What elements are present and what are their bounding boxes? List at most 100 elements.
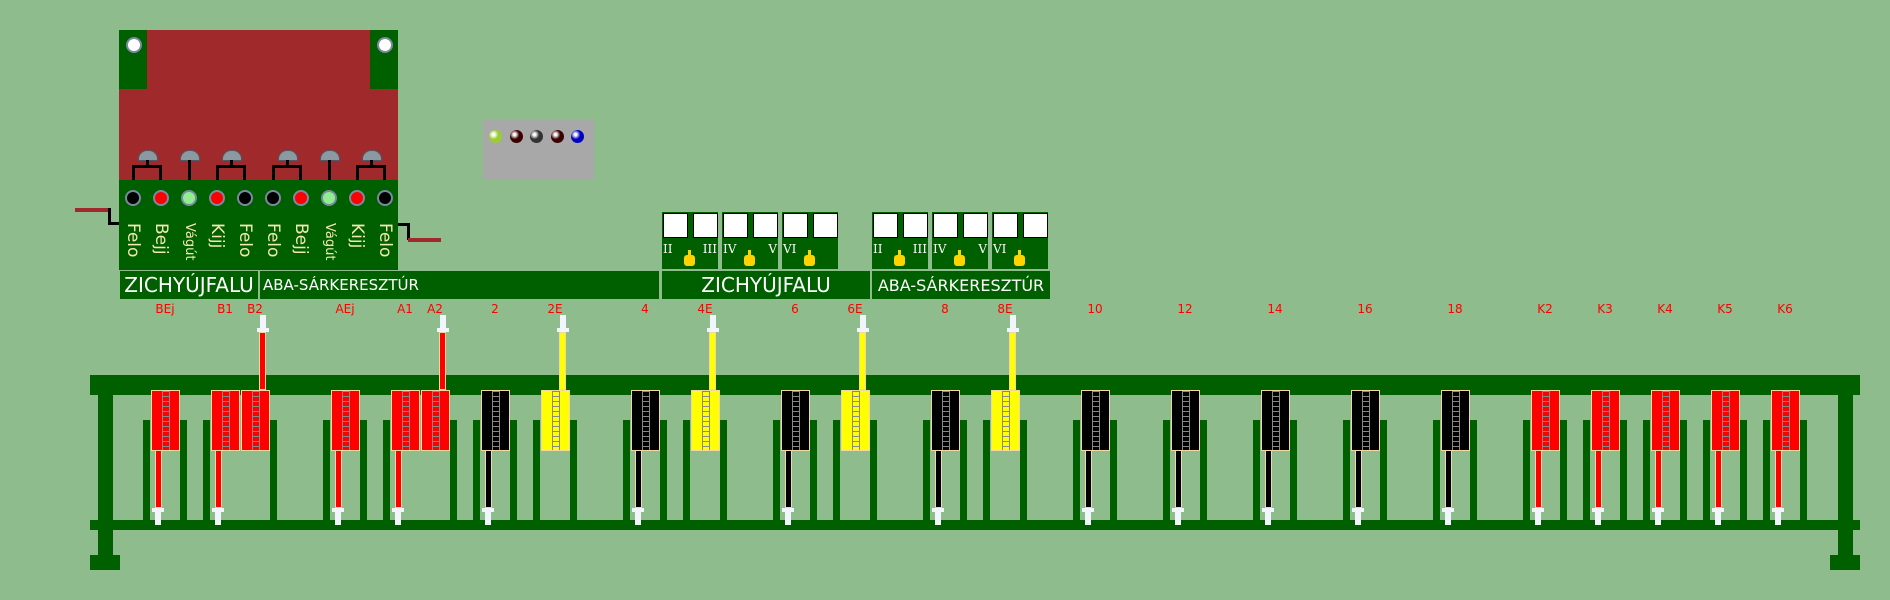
lever-handle[interactable] — [1442, 508, 1454, 512]
lever-block[interactable] — [331, 390, 360, 451]
lever-block[interactable] — [1081, 390, 1110, 451]
lever-handle[interactable] — [1652, 508, 1664, 512]
lever-label: A1 — [397, 302, 413, 316]
lever-block[interactable] — [1531, 390, 1560, 451]
lever-handle-grip[interactable] — [1715, 512, 1721, 525]
block-indicator[interactable] — [903, 213, 928, 238]
block-indicator[interactable] — [753, 213, 778, 238]
lamp-stem — [230, 160, 233, 166]
lever-handle-grip[interactable] — [260, 315, 266, 328]
lever-handle-grip[interactable] — [785, 512, 791, 525]
block-indicator[interactable] — [963, 213, 988, 238]
lever-handle-grip[interactable] — [1355, 512, 1361, 525]
lever-block[interactable] — [541, 390, 570, 451]
lever-handle[interactable] — [1352, 508, 1364, 512]
lever-block[interactable] — [1771, 390, 1800, 451]
lever-handle[interactable] — [1172, 508, 1184, 512]
lever-handle-grip[interactable] — [560, 315, 566, 328]
button-led[interactable] — [349, 190, 365, 206]
lever-handle[interactable] — [1712, 508, 1724, 512]
lever-handle-grip[interactable] — [1010, 315, 1016, 328]
lever-block[interactable] — [931, 390, 960, 451]
lever-handle-grip[interactable] — [1535, 512, 1541, 525]
button-led[interactable] — [377, 190, 393, 206]
lever-block[interactable] — [631, 390, 660, 451]
lever-handle-grip[interactable] — [1175, 512, 1181, 525]
lever-block[interactable] — [1171, 390, 1200, 451]
lever-block[interactable] — [841, 390, 870, 451]
button-led[interactable] — [125, 190, 141, 206]
lever-handle-grip[interactable] — [485, 512, 491, 525]
lever-handle[interactable] — [557, 328, 569, 332]
lever-block[interactable] — [781, 390, 810, 451]
button-led[interactable] — [321, 190, 337, 206]
lever-handle-grip[interactable] — [1655, 512, 1661, 525]
block-indicator[interactable] — [813, 213, 838, 238]
frame-post — [1620, 420, 1627, 520]
lever-block[interactable] — [241, 390, 270, 451]
block-indicator[interactable] — [723, 213, 748, 238]
lever-handle[interactable] — [1007, 328, 1019, 332]
lever-block[interactable] — [691, 390, 720, 451]
lever-block[interactable] — [991, 390, 1020, 451]
lever-handle[interactable] — [392, 508, 404, 512]
lever-handle[interactable] — [857, 328, 869, 332]
lever-block[interactable] — [211, 390, 240, 451]
lever-block[interactable] — [1261, 390, 1290, 451]
lever-block[interactable] — [1351, 390, 1380, 451]
block-indicator[interactable] — [693, 213, 718, 238]
lever-block[interactable] — [1441, 390, 1470, 451]
lever-handle-grip[interactable] — [1265, 512, 1271, 525]
block-indicator[interactable] — [933, 213, 958, 238]
block-indicator[interactable] — [663, 213, 688, 238]
lever-block[interactable] — [481, 390, 510, 451]
lever-handle-grip[interactable] — [1775, 512, 1781, 525]
lever-handle-grip[interactable] — [935, 512, 941, 525]
lever-handle[interactable] — [707, 328, 719, 332]
lever-handle[interactable] — [437, 328, 449, 332]
lever-handle-grip[interactable] — [395, 512, 401, 525]
button-led[interactable] — [237, 190, 253, 206]
lever-block[interactable] — [391, 390, 420, 451]
block-indicator[interactable] — [1023, 213, 1048, 238]
lever-handle[interactable] — [257, 328, 269, 332]
lever-handle[interactable] — [1532, 508, 1544, 512]
wire-right-step — [398, 223, 410, 240]
lever-block[interactable] — [151, 390, 180, 451]
button-led[interactable] — [293, 190, 309, 206]
lever-handle-grip[interactable] — [635, 512, 641, 525]
block-indicator[interactable] — [873, 213, 898, 238]
lever-handle[interactable] — [212, 508, 224, 512]
lever-handle[interactable] — [482, 508, 494, 512]
lever-handle-grip[interactable] — [440, 315, 446, 328]
lever-handle[interactable] — [332, 508, 344, 512]
lever-handle[interactable] — [932, 508, 944, 512]
lever-handle-grip[interactable] — [710, 315, 716, 328]
lever-block[interactable] — [421, 390, 450, 451]
lever-handle[interactable] — [1262, 508, 1274, 512]
button-led[interactable] — [153, 190, 169, 206]
lever-handle-grip[interactable] — [860, 315, 866, 328]
lever-block[interactable] — [1651, 390, 1680, 451]
lever-handle[interactable] — [782, 508, 794, 512]
lever-handle-grip[interactable] — [1085, 512, 1091, 525]
lever-handle[interactable] — [632, 508, 644, 512]
block-indicator[interactable] — [993, 213, 1018, 238]
lever-block[interactable] — [1711, 390, 1740, 451]
lever-handle-grip[interactable] — [215, 512, 221, 525]
lever-handle[interactable] — [152, 508, 164, 512]
button-led[interactable] — [209, 190, 225, 206]
lever-handle-grip[interactable] — [155, 512, 161, 525]
lever-handle-grip[interactable] — [1595, 512, 1601, 525]
lever-handle[interactable] — [1592, 508, 1604, 512]
block-indicator[interactable] — [783, 213, 808, 238]
button-led[interactable] — [181, 190, 197, 206]
lever-handle-grip[interactable] — [1445, 512, 1451, 525]
lever-handle[interactable] — [1772, 508, 1784, 512]
lever-block[interactable] — [1591, 390, 1620, 451]
lever-handle[interactable] — [1082, 508, 1094, 512]
block-label-left: VI — [993, 242, 1007, 256]
lever-handle-grip[interactable] — [335, 512, 341, 525]
button-led[interactable] — [265, 190, 281, 206]
